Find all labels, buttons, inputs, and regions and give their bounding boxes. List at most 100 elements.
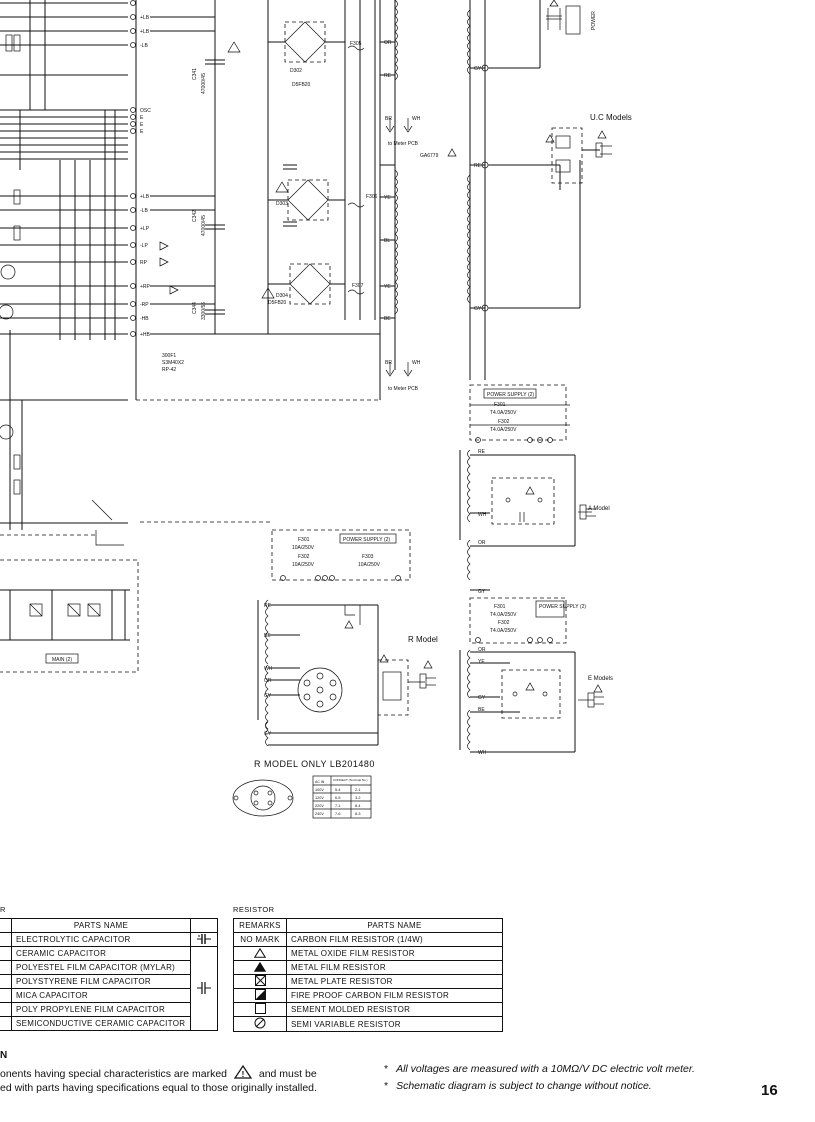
rail-label: E <box>140 129 144 135</box>
resistor-row: METAL PLATE RESISTOR <box>286 974 503 989</box>
rail-label: -RP <box>140 302 149 308</box>
capacitor-row: SEMICONDUCTIVE CERAMIC CAPACITOR <box>11 1016 191 1031</box>
fuse-rating-r1: 10A/250V <box>292 545 315 551</box>
main-block-label: MAIN (2) <box>52 657 72 663</box>
resistor-row: METAL OXIDE FILM RESISTOR <box>286 946 503 961</box>
rail-label: OSC <box>140 108 151 114</box>
uc-model-input: POWER U.C Models <box>488 0 632 309</box>
a-model-power-supply: POWER SUPPLY (2) F301 T4.0A/250V F302 T4… <box>459 384 610 595</box>
fuse-rating-e2: T4.0A/250V <box>490 628 517 634</box>
wire-color-label: OR <box>384 40 392 46</box>
wire-color-label: BR <box>385 116 392 122</box>
connect-table: AC IN CONNECT (Terminal No.) 100V 5-4 2-… <box>312 775 372 819</box>
fuse-rating-a2: T4.0A/250V <box>490 427 517 433</box>
rail-label: -LB <box>140 43 148 49</box>
bridge-d304: D304 D5FB20 <box>268 263 345 306</box>
note-change: Schematic diagram is subject to change w… <box>396 1080 652 1092</box>
ic-note-2: S3M40X2 <box>162 360 184 366</box>
caution-heading: N <box>0 1050 8 1061</box>
wire-color-label: GY <box>478 589 486 595</box>
c344-value: 3300/56 <box>201 302 207 320</box>
resistor-table-header-name: PARTS NAME <box>286 918 503 933</box>
resistor-row: SEMI VARIABLE RESISTOR <box>286 1016 503 1032</box>
resistor-section-title: RESISTOR <box>233 905 275 914</box>
d302-label: D302 <box>290 68 302 74</box>
connect-table-cell: 2-1 <box>355 788 361 792</box>
d304-label: D304 <box>276 293 288 299</box>
wire-color-label: OR <box>478 647 486 653</box>
fuse-f303-r: F303 <box>362 554 374 560</box>
ic-note-3: RP-42 <box>162 367 176 373</box>
wire-color-label: RE <box>474 163 482 169</box>
r-model-only-block: R MODEL ONLY LB201480 AC IN CONNECT (Ter… <box>232 759 374 819</box>
wire-color-label: WH <box>412 116 421 122</box>
fuse-f302-e: F302 <box>498 620 510 626</box>
square-half-filled-icon <box>233 988 287 1003</box>
r-model-label: R Model <box>408 635 438 644</box>
resistor-row: METAL FILM RESISTOR <box>286 960 503 975</box>
d303-label: D303 <box>276 201 288 207</box>
ic-note-1: 300F1 <box>162 353 176 359</box>
warning-triangle-icon: ! <box>233 1064 253 1079</box>
fuse-f302-a: F302 <box>498 419 510 425</box>
caution-line-1-text: onents having special characteristics ar… <box>0 1068 228 1080</box>
page-number: 16 <box>761 1082 778 1099</box>
connect-table-cell: 8-3 <box>355 812 361 816</box>
uc-models-label: U.C Models <box>590 113 632 122</box>
wire-color-label: WH <box>264 666 273 672</box>
note-bullet-1: *All voltages are measured with a 10MΩ/V… <box>384 1063 695 1075</box>
wire-color-label: GY <box>478 695 486 701</box>
resistor-table-header-remarks: REMARKS <box>233 918 287 933</box>
connect-table-cell: 120V <box>315 796 324 800</box>
rail-label: +RP <box>140 284 151 290</box>
capacitor-symbol <box>190 974 218 1003</box>
rail-connector-dots <box>130 0 136 337</box>
c342-value: 47000/45 <box>201 215 207 236</box>
capacitor-section-title: R <box>0 905 6 914</box>
fuse-rating-e1: T4.0A/250V <box>490 612 517 618</box>
caution-line-2: ed with parts having specifications equa… <box>0 1082 317 1094</box>
bridge-d303: D303 <box>268 179 345 221</box>
wire-color-label: YE <box>384 284 391 290</box>
rail-label: -LP <box>140 243 148 249</box>
capacitor-row: MICA CAPACITOR <box>11 988 191 1003</box>
schematic-diagram: MAIN (2) <box>0 0 632 819</box>
connect-table-cell: 100V <box>315 788 324 792</box>
rail-label: +HB <box>140 332 151 338</box>
rail-label: E <box>140 122 144 128</box>
lower-diode-array <box>0 589 130 641</box>
triangle-filled-icon <box>233 960 287 975</box>
circle-slash-icon <box>233 1016 287 1032</box>
f306-label: F306 <box>366 194 378 200</box>
connect-table-cell: 6-5 <box>335 796 341 800</box>
rail-label: +LB <box>140 29 150 35</box>
transformer-label: GA6779 <box>420 153 439 159</box>
rail-label: +LP <box>140 226 150 232</box>
rail-label: -HB <box>140 316 149 322</box>
wire-color-label: YE <box>384 195 391 201</box>
resistor-remark-no-mark: NO MARK <box>233 932 287 947</box>
rail-label: RP <box>140 260 148 266</box>
connect-table-cell: 220V <box>315 804 324 808</box>
connect-table-header: AC IN <box>315 780 325 784</box>
fuse-rating-a1: T4.0A/250V <box>490 410 517 416</box>
resistor-row: FIRE PROOF CARBON FILM RESISTOR <box>286 988 503 1003</box>
c341-value: 47000/45 <box>201 73 207 94</box>
capacitor-row: ELECTROLYTIC CAPACITOR <box>11 932 191 947</box>
power-switch-label: POWER <box>591 11 597 30</box>
main-board-partial: MAIN (2) <box>0 0 272 673</box>
fuse-f302-r: F302 <box>298 554 310 560</box>
connect-table-cell: 7-1 <box>335 804 341 808</box>
c341-label: C341 <box>192 68 198 80</box>
square-outline-icon <box>233 1002 287 1017</box>
power-supply-a-label: POWER SUPPLY (2) <box>487 392 534 398</box>
wire-color-label: GY <box>264 731 272 737</box>
wire-color-label: RE <box>384 73 392 79</box>
wire-color-label: BL <box>384 238 390 244</box>
connect-table-cell: 8-4 <box>355 804 361 808</box>
note-voltage: All voltages are measured with a 10MΩ/V … <box>396 1063 695 1075</box>
wire-color-label: GY <box>264 693 272 699</box>
fuse-f301-r: F301 <box>298 537 310 543</box>
capacitor-row: POLYESTEL FILM CAPACITOR (MYLAR) <box>11 960 191 975</box>
connect-table-cell: 5-4 <box>335 788 341 792</box>
